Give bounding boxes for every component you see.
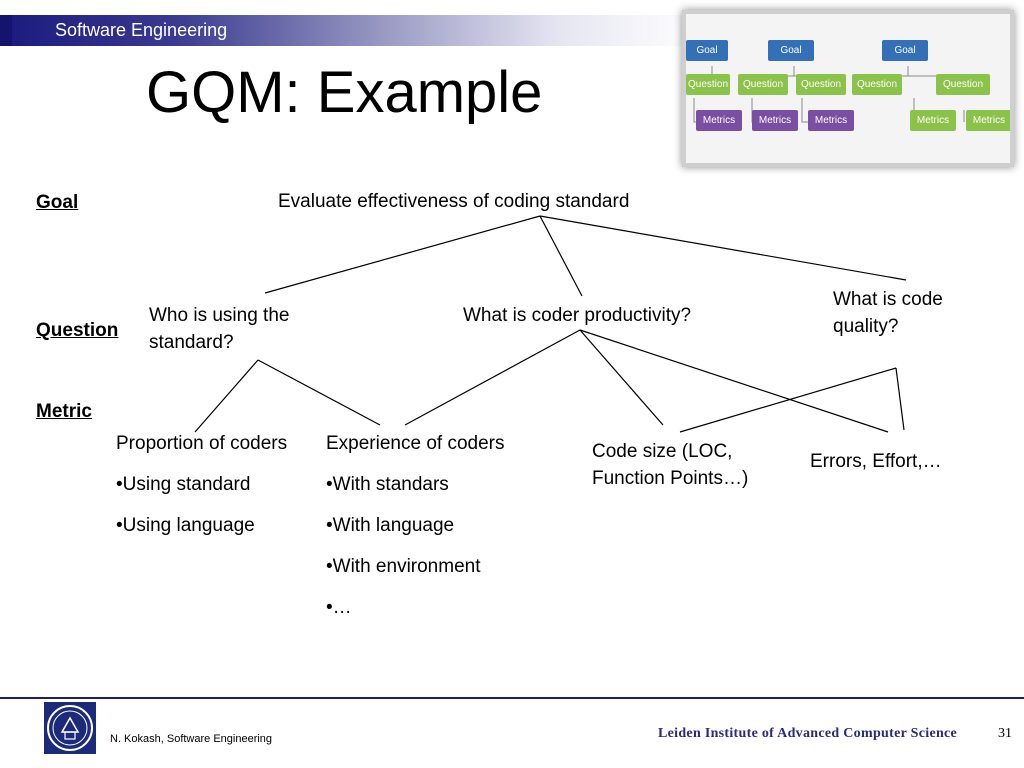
metric-bullet: •With language (326, 515, 455, 536)
footer-divider (0, 697, 1024, 699)
thumb-metric: Metrics (966, 110, 1010, 131)
label-metric: Metric (36, 401, 92, 422)
metric-bullet: •Using standard (116, 474, 251, 495)
connector-q2-m2 (404, 329, 581, 426)
metric-bullet: •Using language (116, 515, 255, 536)
connector-goal-q2 (539, 215, 583, 297)
label-question: Question (36, 320, 119, 341)
thumb-question: Question (796, 74, 846, 95)
footer-institute: Leiden Institute of Advanced Computer Sc… (658, 726, 958, 741)
thumb-question: Question (738, 74, 788, 95)
connector-q2-m4 (579, 329, 889, 433)
header-accent (0, 15, 12, 46)
thumb-metric: Metrics (752, 110, 798, 131)
connector-goal-q3 (539, 215, 907, 281)
question-node-productivity: What is coder productivity? (463, 305, 692, 326)
gqm-thumbnail: Goal Goal Goal Question Question Questio… (682, 10, 1014, 167)
thumb-goal: Goal (882, 40, 928, 61)
metric-title: Proportion of coders (116, 433, 288, 454)
connector-q1-m1 (194, 359, 259, 433)
metric-bullet: •With environment (326, 556, 481, 577)
connector-q3-m4 (895, 367, 905, 431)
university-seal-icon (44, 702, 96, 754)
thumb-goal: Goal (686, 40, 728, 61)
connector-q3-m3 (679, 367, 897, 433)
connector-goal-q1 (264, 215, 541, 294)
question-node-who-using: Who is using the standard? (149, 305, 290, 353)
metric-node-errors-effort: Errors, Effort,… (810, 451, 942, 472)
question-node-code-quality: What is code quality? (833, 289, 943, 337)
metric-title: Experience of coders (326, 433, 505, 454)
thumb-question: Question (936, 74, 990, 95)
thumb-question: Question (852, 74, 902, 95)
course-title: Software Engineering (55, 20, 228, 40)
metric-node-experience: Experience of coders •With standars •Wit… (326, 430, 556, 635)
footer-author: N. Kokash, Software Engineering (110, 733, 273, 745)
connector-q2-m3 (579, 329, 664, 426)
connector-q1-m2 (257, 359, 381, 426)
thumb-metric: Metrics (910, 110, 956, 131)
metric-node-proportion: Proportion of coders •Using standard •Us… (116, 430, 296, 553)
thumb-metric: Metrics (696, 110, 742, 131)
goal-node: Evaluate effectiveness of coding standar… (278, 191, 630, 212)
thumb-question: Question (686, 74, 730, 95)
label-goal: Goal (36, 192, 79, 213)
metric-bullet: •With standars (326, 474, 449, 495)
thumb-metric: Metrics (808, 110, 854, 131)
metric-bullet: •… (326, 597, 352, 618)
slide-title: GQM: Example (146, 60, 543, 125)
header-band (0, 15, 700, 46)
page-number: 31 (998, 726, 1012, 741)
metric-node-code-size: Code size (LOC, Function Points…) (592, 441, 749, 489)
thumb-goal: Goal (768, 40, 814, 61)
